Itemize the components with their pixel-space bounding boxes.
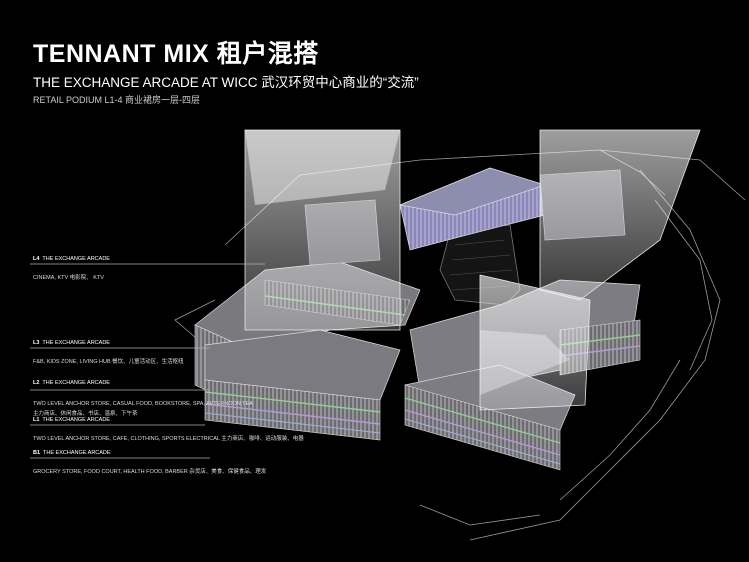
level-l1-desc: TWO LEVEL ANCHOR STORE, CAFE, CLOTHING, … [33, 436, 304, 442]
level-callout-lines [30, 263, 265, 459]
level-l4-desc: CINEMA, KTV 电影院、 KTV [33, 275, 104, 281]
front-left-facade [204, 379, 381, 441]
podium-caption: RETAIL PODIUM L1-4 商业裙房一层-四层 [33, 95, 201, 105]
level-b1-desc: GROCERY STORE, FOOD COURT, HEALTH FOOD, … [33, 469, 267, 475]
left-tower [244, 129, 401, 331]
right-tower-lower [479, 274, 591, 411]
page-title: TENNANT MIX 租户混搭 [33, 40, 319, 68]
page-subtitle: THE EXCHANGE ARCADE AT WICC 武汉环贸中心商业的“交流… [33, 75, 419, 90]
level-l2-desc-cn: 主力商店、休闲食品、书店、温泉、下午茶 [33, 411, 138, 417]
level-l2-desc: TWO LEVEL ANCHOR STORE, CASUAL FOOD, BOO… [33, 401, 253, 407]
right-tower-upper [539, 129, 701, 301]
front-right-facade [404, 384, 561, 471]
level-l3-desc: F&B, KIDS ZONE, LIVING HUB 餐饮、儿童活动区、生活枢纽 [33, 359, 184, 365]
